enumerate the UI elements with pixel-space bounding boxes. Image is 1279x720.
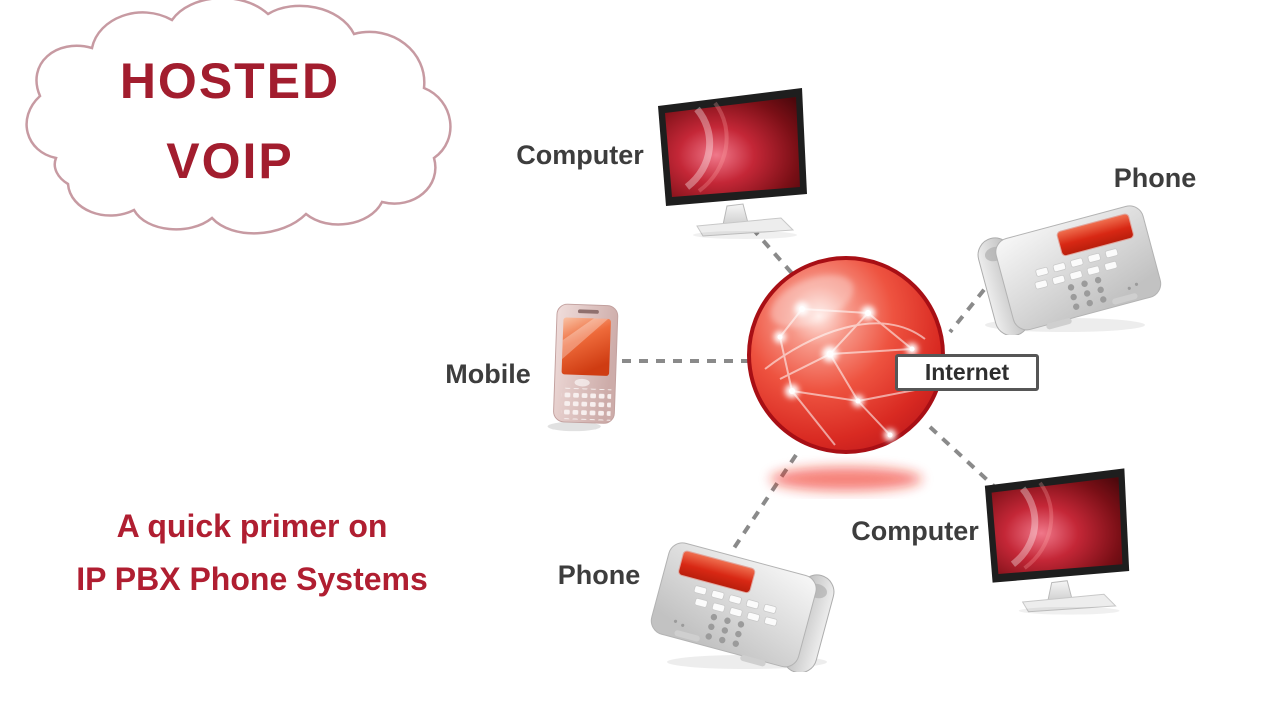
computer-top-label: Computer [516,140,644,170]
link-phone-bottom-icon [732,453,798,550]
internet-label: Internet [895,354,1039,391]
cloud-icon [25,0,452,235]
cloud-title-line1: HOSTED [119,53,341,109]
computer-bottom-icon [984,468,1130,615]
phone-top-icon [977,205,1162,335]
mobile-icon [547,303,619,432]
phone-bottom-label: Phone [557,560,641,590]
computer-bottom-label: Computer [851,516,979,546]
subtitle-line2: IP PBX Phone Systems [76,561,428,597]
phone-bottom-icon [650,542,835,672]
mobile-label: Mobile [445,359,531,389]
link-computer-bottom-icon [928,425,999,491]
subtitle-line1: A quick primer on [116,508,388,544]
cloud-title-line2: VOIP [166,133,294,189]
computer-top-icon [658,88,807,239]
phone-top-label: Phone [1113,163,1197,193]
link-computer-top-icon [750,226,799,281]
